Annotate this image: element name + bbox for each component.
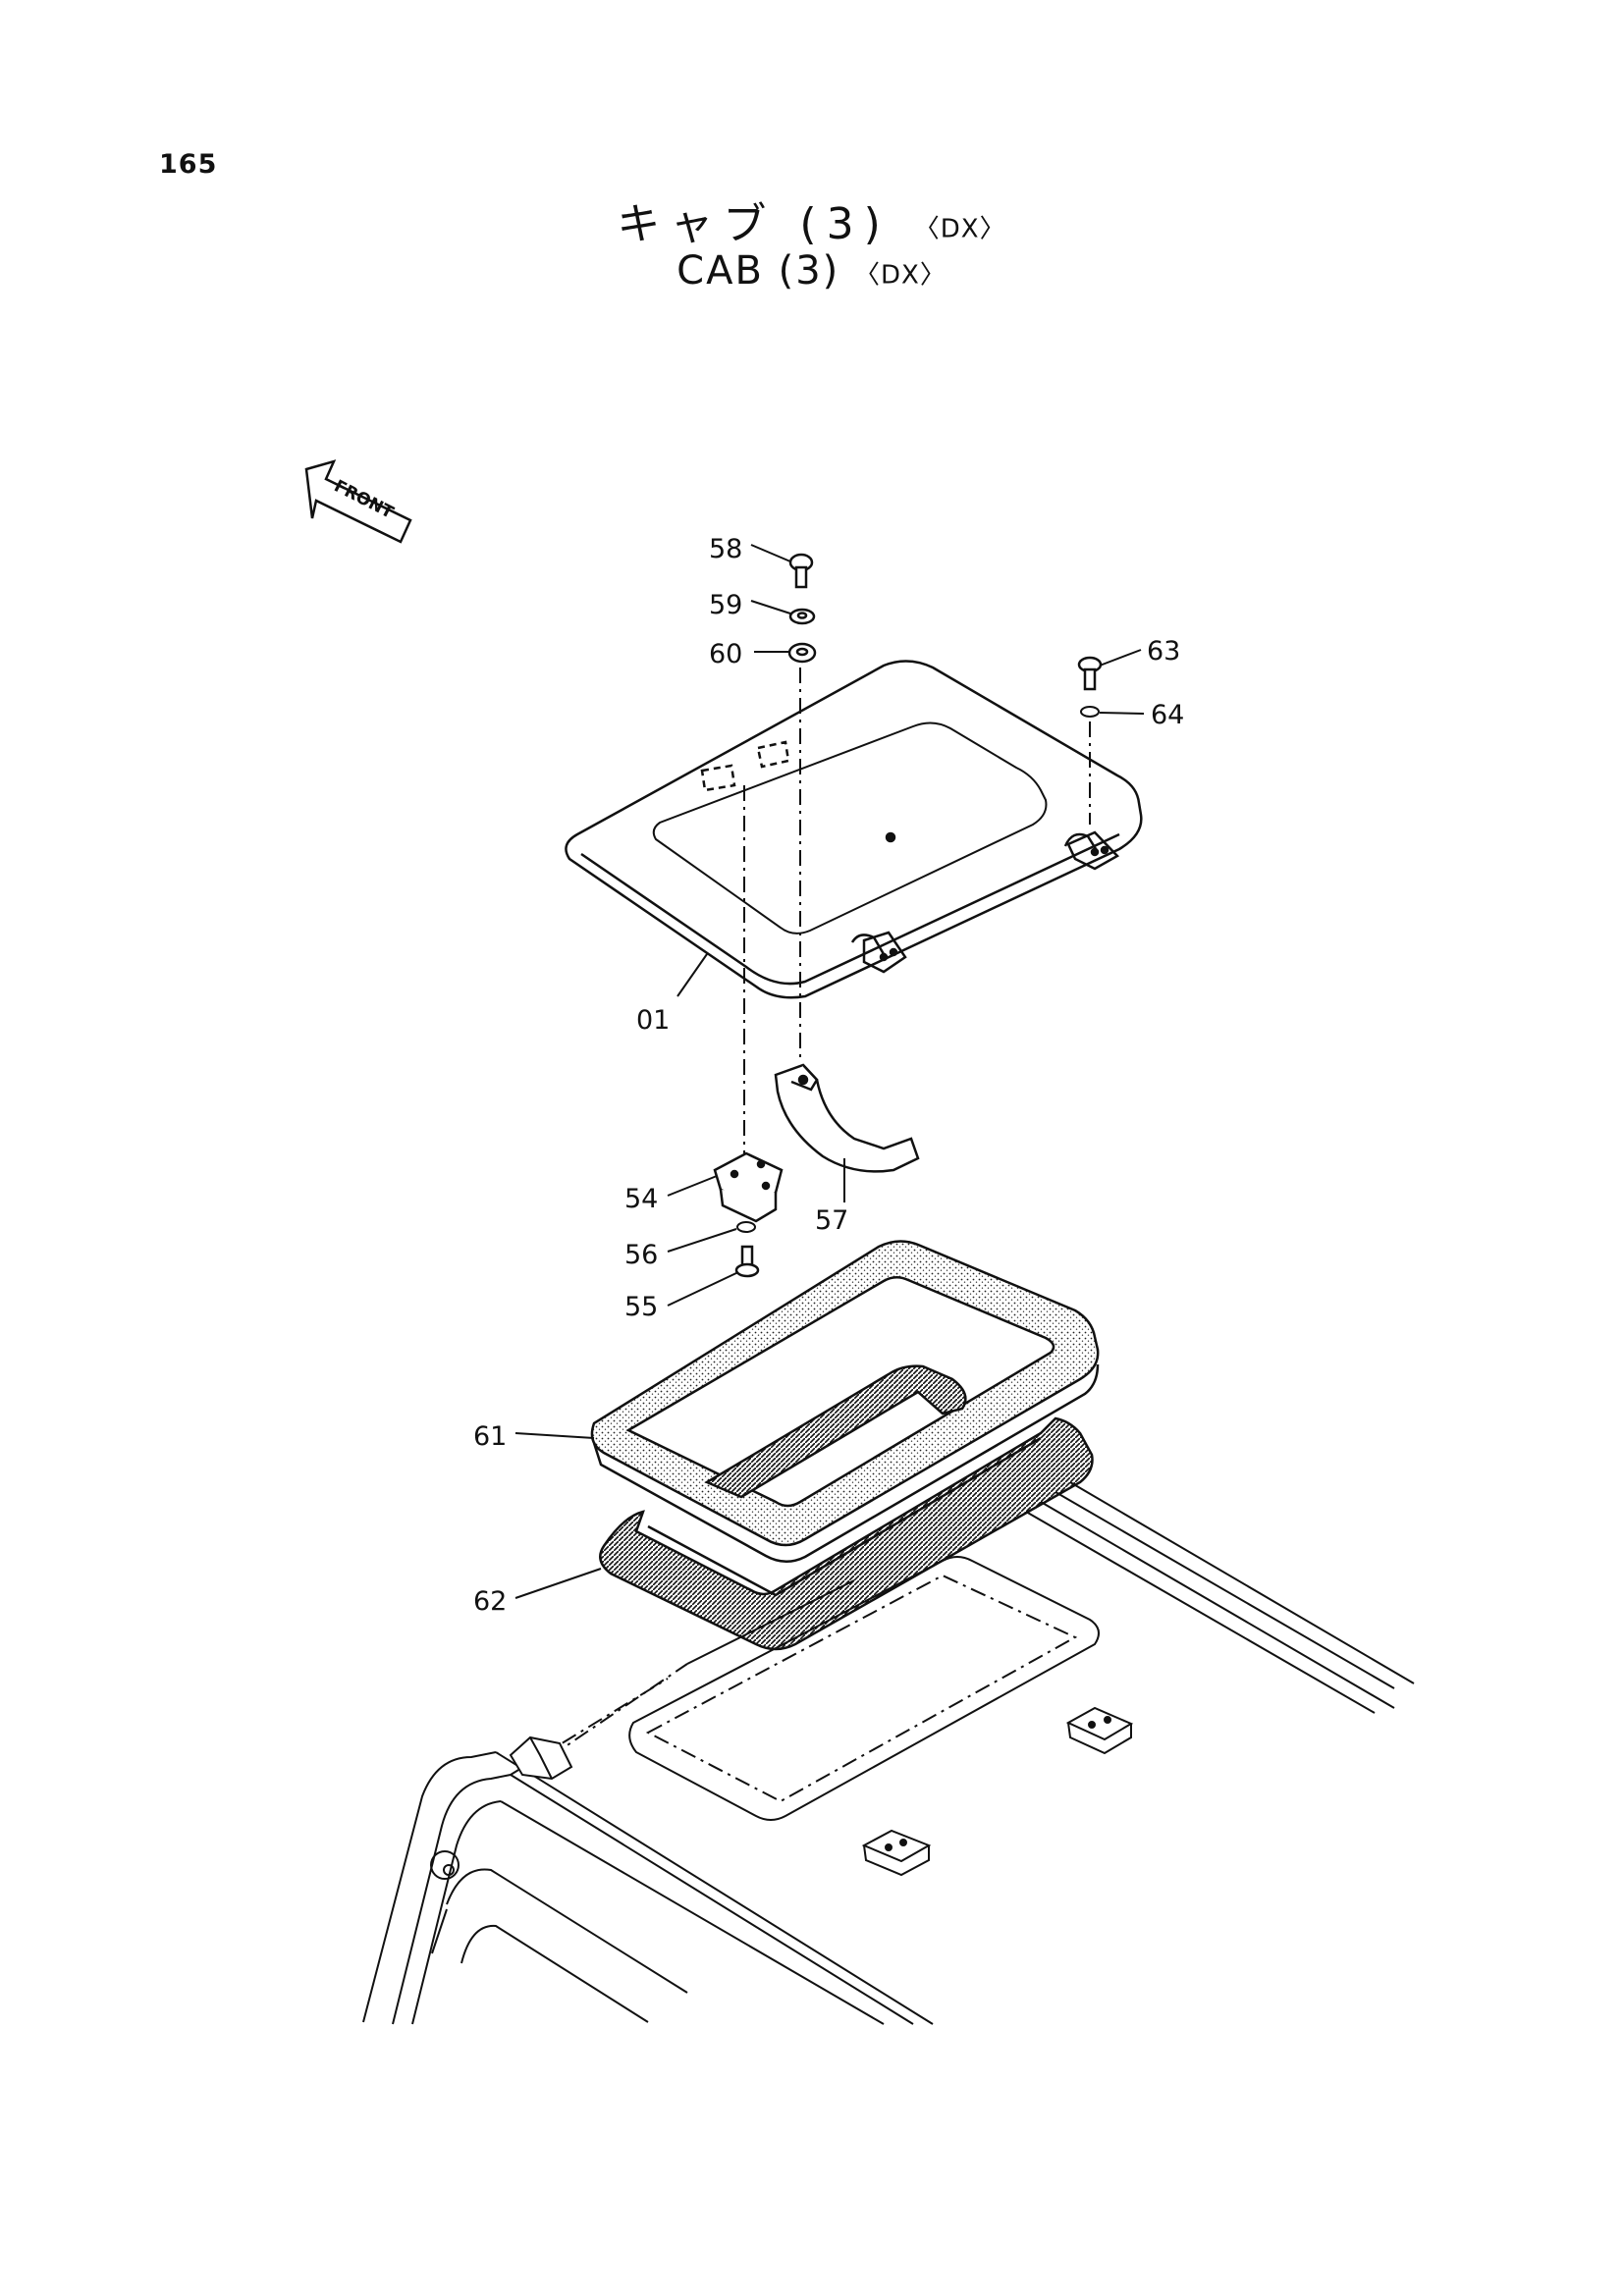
callout-01: 01 bbox=[636, 1005, 670, 1036]
page-number: 165 bbox=[159, 149, 218, 180]
callout-60: 60 bbox=[709, 639, 742, 669]
callout-64: 64 bbox=[1151, 700, 1184, 730]
seal-frame-61 bbox=[590, 1240, 1100, 1563]
callout-labels: 58 59 60 63 64 01 54 57 56 55 61 62 bbox=[473, 534, 1184, 1617]
cab-roof-structure bbox=[362, 1481, 1415, 2025]
callout-62: 62 bbox=[473, 1586, 507, 1617]
assembly-lines bbox=[743, 667, 1091, 1168]
leader-lines bbox=[514, 544, 1145, 1599]
washer-60 bbox=[787, 642, 817, 664]
callout-55: 55 bbox=[624, 1292, 658, 1322]
title-english-text: CAB (3) bbox=[676, 248, 840, 294]
callout-61: 61 bbox=[473, 1421, 507, 1452]
bolt-55 bbox=[734, 1245, 760, 1278]
callout-63: 63 bbox=[1147, 636, 1180, 667]
callout-56: 56 bbox=[624, 1240, 658, 1270]
roof-hatch bbox=[565, 660, 1143, 999]
title-english: CAB (3) 〈DX〉 bbox=[0, 248, 1623, 294]
callout-59: 59 bbox=[709, 590, 742, 620]
bolt-58 bbox=[788, 553, 814, 589]
title-japanese: キャブ (3) 〈DX〉 bbox=[0, 188, 1623, 251]
bolt-63 bbox=[1077, 656, 1103, 691]
latch-plate-54 bbox=[713, 1151, 784, 1223]
seal-gasket-62 bbox=[599, 1364, 1094, 1651]
handle-57 bbox=[774, 1063, 920, 1173]
title-japanese-text: キャブ (3) bbox=[617, 199, 891, 249]
washer-56 bbox=[736, 1221, 756, 1233]
callout-58: 58 bbox=[709, 534, 742, 564]
callout-57: 57 bbox=[815, 1205, 848, 1236]
front-arrow-icon: FRONT bbox=[304, 459, 412, 544]
variant-tag-english: 〈DX〉 bbox=[853, 260, 947, 291]
variant-tag-japanese: 〈DX〉 bbox=[913, 214, 1006, 244]
washer-59 bbox=[788, 608, 816, 625]
callout-54: 54 bbox=[624, 1184, 658, 1214]
washer-64 bbox=[1080, 706, 1100, 718]
